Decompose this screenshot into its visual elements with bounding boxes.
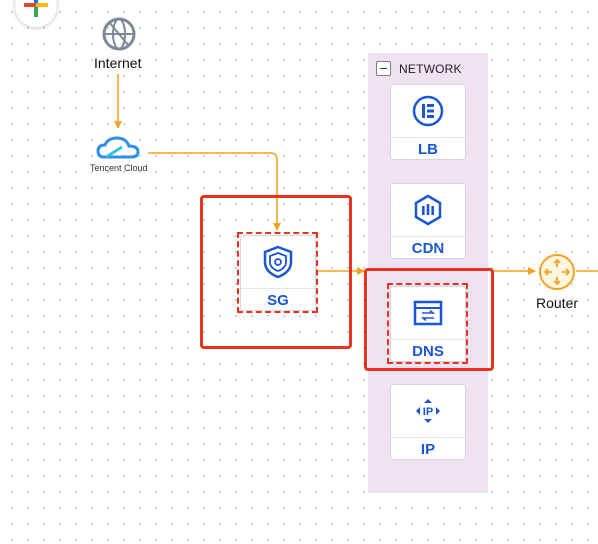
router-label: Router — [536, 295, 579, 311]
ip-icon-area: IP — [391, 385, 465, 438]
lb-node[interactable]: LB — [390, 84, 466, 160]
dns-label: DNS — [412, 343, 444, 360]
connector-tencent-sg — [148, 152, 281, 231]
add-node-button[interactable] — [14, 0, 58, 28]
router-node[interactable] — [538, 253, 576, 291]
tencent-cloud-node[interactable] — [96, 135, 140, 161]
cdn-icon-area — [391, 184, 465, 237]
dns-selection-dashed — [387, 283, 468, 364]
shield-icon — [263, 245, 293, 279]
tencent-cloud-label: Tencent Cloud — [90, 163, 148, 173]
cdn-label: CDN — [411, 240, 445, 257]
dns-node[interactable]: DNS — [390, 286, 466, 362]
internet-node[interactable] — [99, 14, 139, 54]
ip-icon: IP — [416, 399, 440, 423]
sg-icon-area — [241, 236, 315, 289]
cdn-icon — [414, 194, 442, 226]
sg-node[interactable]: SG — [240, 235, 316, 311]
lb-label: LB — [418, 141, 438, 158]
network-group-title: NETWORK — [399, 61, 462, 76]
minus-icon — [380, 67, 387, 70]
globe-icon — [102, 17, 136, 51]
lb-icon-area — [391, 85, 465, 138]
sg-selection-dashed — [237, 232, 318, 313]
sg-label: SG — [267, 292, 289, 309]
cdn-node[interactable]: CDN — [390, 183, 466, 259]
sg-selection-box[interactable] — [200, 195, 352, 349]
svg-text:IP: IP — [423, 406, 433, 418]
tencent-cloud-icon — [96, 136, 140, 159]
ip-label: IP — [420, 441, 436, 458]
network-group-header: NETWORK — [376, 61, 462, 76]
dns-selection-box[interactable] — [364, 268, 494, 371]
router-icon — [539, 254, 575, 290]
collapse-button[interactable] — [376, 61, 391, 76]
load-balancer-icon — [412, 95, 444, 127]
dns-icon-area — [391, 287, 465, 340]
plus-icon — [24, 0, 48, 17]
dns-icon — [413, 300, 443, 326]
ip-node[interactable]: IP IP — [390, 384, 466, 460]
internet-label: Internet — [94, 55, 142, 71]
